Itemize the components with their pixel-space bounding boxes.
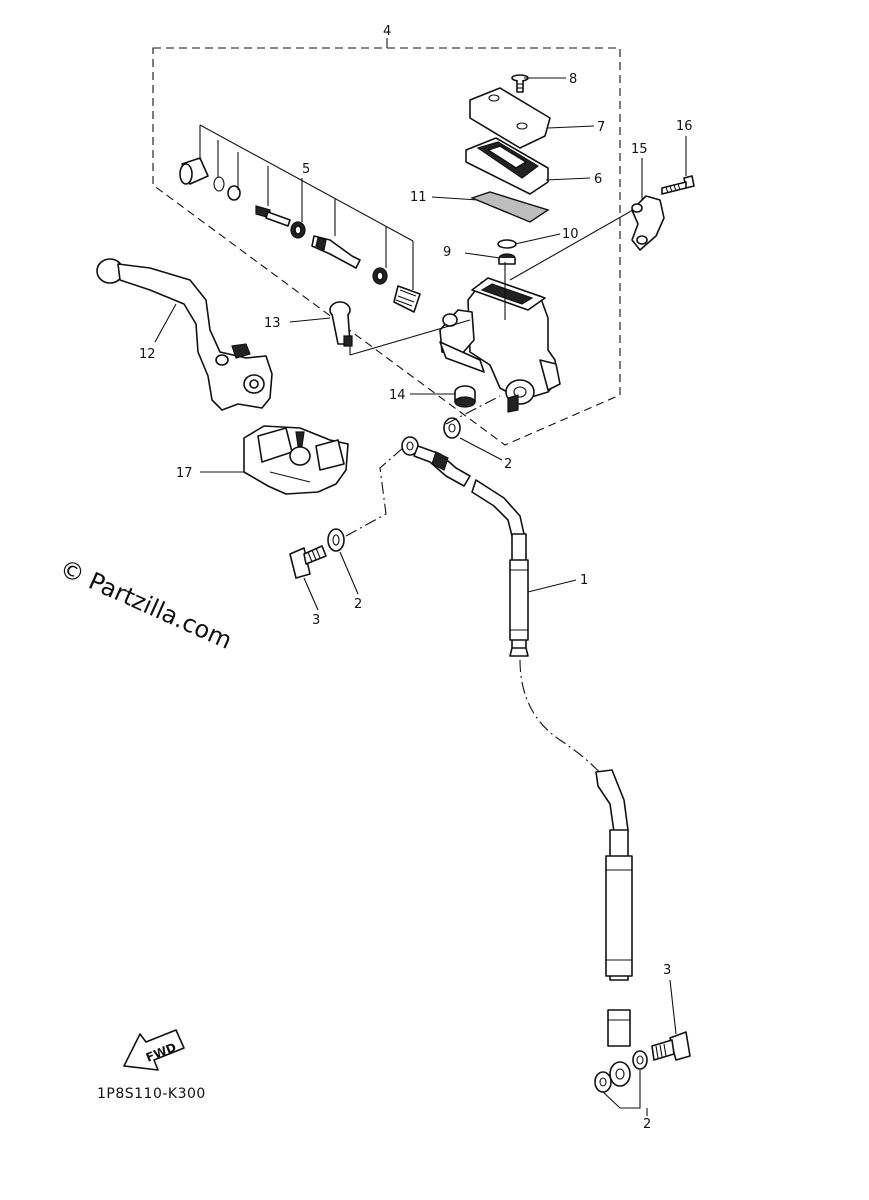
- part-13-pivot-bolt[interactable]: [329, 301, 353, 347]
- watermark-text: © Partzilla.com: [56, 554, 237, 655]
- callout-14: 14: [389, 388, 406, 403]
- part-6-diaphragm[interactable]: [465, 137, 549, 195]
- part-12-brake-lever[interactable]: [96, 258, 273, 411]
- callout-15: 15: [631, 142, 648, 157]
- part-7-reservoir-cap[interactable]: [469, 87, 551, 149]
- callout-7: 7: [597, 120, 605, 135]
- part-2-washer-lower-right[interactable]: [632, 1050, 648, 1070]
- callout-6: 6: [594, 172, 602, 187]
- part-10-washer[interactable]: [497, 239, 517, 249]
- part-16-bolt[interactable]: [661, 175, 695, 195]
- callout-11: 11: [410, 190, 427, 205]
- callout-16: 16: [676, 119, 693, 134]
- callout-9: 9: [443, 245, 451, 260]
- part-3-banjo-bolt-lower[interactable]: [651, 1031, 691, 1061]
- leader-lines: [154, 77, 687, 1116]
- callout-3-lower: 3: [663, 963, 671, 978]
- callout-10: 10: [562, 227, 579, 242]
- master-cylinder-body[interactable]: [439, 277, 561, 413]
- callout-2-upper-left: 2: [354, 597, 362, 612]
- part-17-guard[interactable]: [243, 425, 349, 495]
- part-1-brake-hose[interactable]: [401, 436, 633, 1087]
- callout-3-upper: 3: [312, 613, 320, 628]
- drawing-code: 1P8S110-K300: [97, 1086, 206, 1102]
- part-11-plate[interactable]: [469, 191, 550, 223]
- callout-1: 1: [580, 573, 588, 588]
- callout-13: 13: [264, 316, 281, 331]
- callout-4: 4: [383, 24, 391, 39]
- assembly-boundary: [152, 47, 621, 446]
- callout-12: 12: [139, 347, 156, 362]
- part-15-clamp[interactable]: [631, 195, 665, 251]
- part-8-screw[interactable]: [511, 74, 529, 93]
- callout-5: 5: [302, 162, 310, 177]
- callout-2-upper-right: 2: [504, 457, 512, 472]
- callout-17: 17: [176, 466, 193, 481]
- fwd-arrow-icon: FWD: [123, 1029, 185, 1071]
- part-5-piston-kit[interactable]: [179, 157, 421, 313]
- callout-2-lower: 2: [643, 1117, 651, 1132]
- part-9-plug[interactable]: [498, 253, 516, 265]
- part-14-cap[interactable]: [454, 385, 476, 408]
- callout-8: 8: [569, 72, 577, 87]
- part-5-leader-bracket: [199, 124, 414, 290]
- part-2-washer-upper-left[interactable]: [327, 528, 345, 552]
- part-2-washer-lower-left[interactable]: [594, 1071, 612, 1093]
- part-3-banjo-bolt-upper[interactable]: [289, 545, 327, 579]
